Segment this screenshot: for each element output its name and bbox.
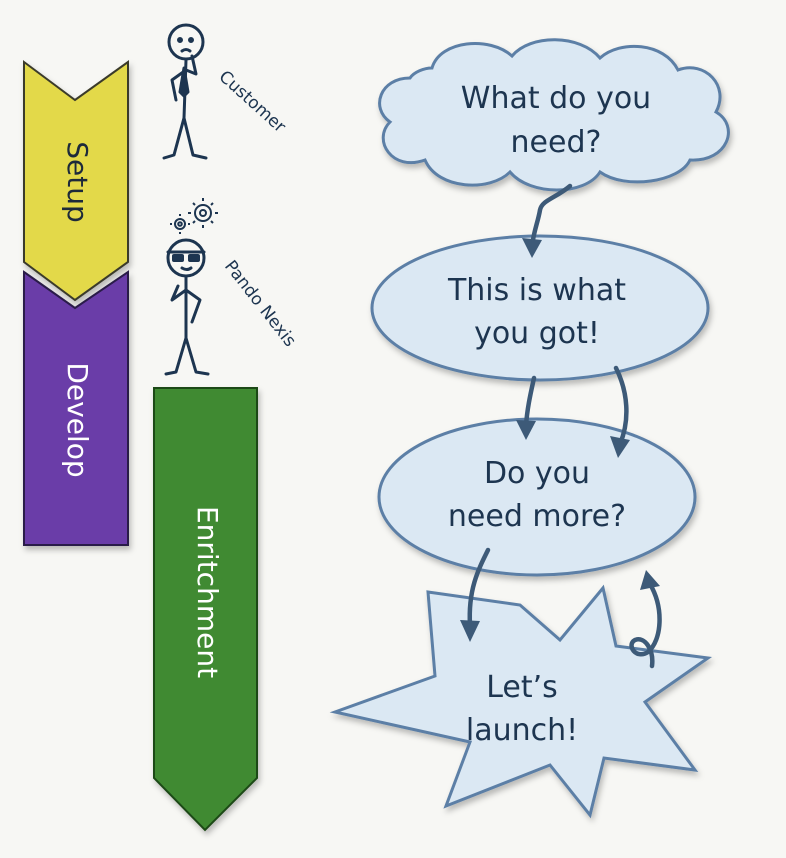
node-what-do-you-need: What do you need? — [378, 38, 730, 192]
more-text-line1: Do you — [484, 456, 590, 491]
customer-label: Customer — [215, 67, 290, 137]
starburst-shape — [329, 584, 713, 819]
gears-icon — [170, 198, 218, 234]
more-text-line2: need more? — [448, 499, 626, 534]
arrow-cloud-to-got — [522, 183, 573, 258]
cloud-text-line1: What do you — [461, 81, 651, 116]
phase-setup-label: Setup — [61, 141, 94, 223]
phase-develop: Develop — [23, 270, 129, 546]
got-text-line1: This is what — [447, 273, 626, 308]
phase-enrichment-chevron — [153, 387, 258, 832]
got-text-line2: you got! — [474, 316, 600, 351]
node-do-you-need-more: Do you need more? — [377, 417, 697, 577]
node-this-is-what-you-got: This is what you got! — [370, 234, 710, 382]
phase-setup-chevron — [23, 60, 129, 302]
phase-setup: Setup — [23, 60, 129, 302]
arrow-launch-loop-back — [629, 570, 662, 669]
ellipse-more — [377, 417, 697, 577]
phase-enrichment-label: Enritchment — [191, 506, 224, 678]
phase-develop-chevron — [23, 270, 129, 546]
cloud-text-line2: need? — [511, 125, 602, 160]
pando-label: Pando Nexis — [220, 257, 300, 351]
launch-text-line1: Let’s — [486, 670, 558, 705]
ellipse-got — [370, 234, 710, 382]
cloud-shape — [378, 38, 730, 192]
customer-icon — [162, 23, 208, 160]
launch-text-line2: launch! — [466, 713, 578, 748]
arrow-got-to-more-right — [610, 365, 630, 458]
pando-icon — [164, 238, 210, 376]
phase-develop-label: Develop — [61, 362, 94, 477]
phase-enrichment: Enritchment — [153, 387, 258, 832]
node-lets-launch: Let’s launch! — [329, 584, 713, 819]
arrow-more-to-launch — [460, 547, 491, 642]
arrow-got-to-more-left — [516, 375, 537, 440]
